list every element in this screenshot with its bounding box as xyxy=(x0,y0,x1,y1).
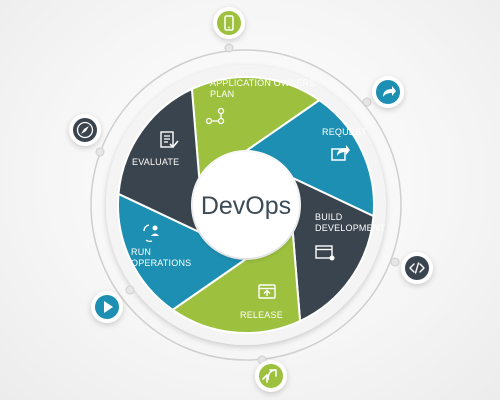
segment-shape xyxy=(242,98,375,218)
center-title: DevOps xyxy=(201,192,291,220)
segment-label: BUILD xyxy=(315,212,343,222)
upload-arrow-icon xyxy=(255,360,287,392)
compass-icon xyxy=(69,114,101,146)
segment-shape xyxy=(117,192,250,312)
orbit-dot xyxy=(95,147,105,157)
segment-label: REQUEST xyxy=(322,127,367,137)
play-icon xyxy=(91,291,123,323)
center-circle xyxy=(193,152,299,258)
orbit-ring xyxy=(90,49,402,361)
segment-shape xyxy=(117,87,202,235)
orbit-dot xyxy=(224,43,234,53)
segment-shape xyxy=(190,76,322,182)
segments-layer: APPLICATION OWNERSPLANREQUESTBUILDDEVELO… xyxy=(117,76,386,334)
segment-label: PLAN xyxy=(210,89,234,99)
orbit-dot xyxy=(390,257,400,267)
segment-label: RELEASE xyxy=(240,310,283,320)
checklist-icon xyxy=(160,131,179,149)
team-sync-icon xyxy=(143,224,159,243)
segment-shape xyxy=(170,228,302,334)
segment-shape xyxy=(290,175,375,323)
share-arrow-icon xyxy=(372,76,404,108)
share-icon xyxy=(331,145,350,161)
code-icon xyxy=(401,252,433,284)
segment-label: DEVELOPMENT xyxy=(315,223,386,233)
upload-window-icon xyxy=(258,284,276,299)
segment-label: APPLICATION OWNERS xyxy=(210,78,315,88)
segment-label: OPERATIONS xyxy=(131,258,191,268)
flow-nodes-icon xyxy=(205,107,225,125)
segment-release: RELEASE xyxy=(170,228,302,334)
segment-label: EVALUATE xyxy=(132,157,179,167)
segment-label: RUN xyxy=(131,247,151,257)
orbit-dot xyxy=(362,97,372,107)
orbit-dot xyxy=(125,285,135,295)
segment-evaluate: EVALUATE xyxy=(117,87,202,235)
browser-window-icon xyxy=(315,245,335,261)
segment-request: REQUEST xyxy=(242,98,375,218)
mobile-phone-icon xyxy=(213,7,245,39)
